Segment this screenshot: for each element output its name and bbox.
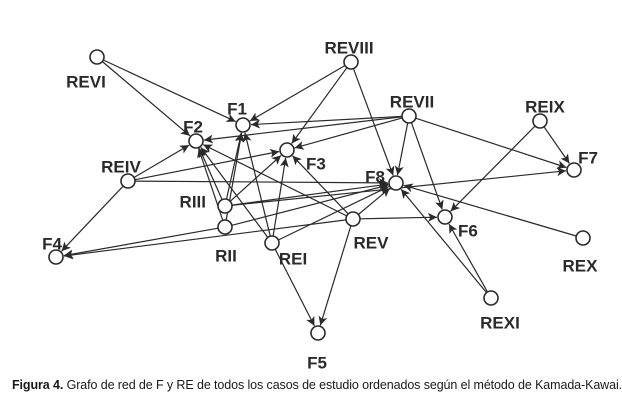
edge-rexi-to-f8 — [400, 188, 487, 293]
edge-rei-to-f1 — [242, 132, 271, 237]
node-f8: F8 — [365, 168, 404, 191]
node-label: F6 — [458, 222, 478, 241]
caption-text: Grafo de red de F y RE de todos los caso… — [66, 378, 622, 392]
node-circle — [217, 198, 233, 214]
edge-rev-to-f2 — [202, 144, 347, 217]
node-label: F8 — [365, 168, 385, 187]
edge-reviii-to-f1 — [249, 64, 346, 122]
node-circle — [89, 49, 105, 65]
node-label: REXI — [480, 314, 520, 333]
edge-rii-to-f4 — [63, 227, 219, 259]
node-circle — [235, 117, 251, 133]
node-f7: F7 — [566, 149, 598, 178]
node-revii: REVII — [390, 93, 434, 124]
node-f5: F5 — [307, 325, 327, 373]
edge-reiv-to-f2 — [133, 144, 190, 179]
node-label: F3 — [306, 155, 326, 174]
node-circle — [401, 108, 417, 124]
node-circle — [188, 133, 204, 149]
edge-revii-to-f7 — [415, 117, 567, 169]
node-rex: REX — [563, 230, 599, 276]
node-circle — [217, 219, 233, 235]
node-circle — [310, 325, 326, 341]
edge-riii-to-f8 — [231, 180, 389, 206]
node-label: REI — [279, 250, 307, 269]
edge-reix-to-f7 — [543, 126, 570, 164]
edge-rei-to-f5 — [274, 248, 315, 327]
edge-reix-to-f6 — [450, 125, 536, 212]
edges-layer — [61, 59, 577, 327]
node-label: RIII — [180, 193, 206, 212]
node-label: F7 — [578, 149, 598, 168]
node-f4: F4 — [42, 235, 64, 265]
edge-revi-to-f2 — [101, 61, 191, 137]
node-circle — [120, 173, 136, 189]
edge-revi-to-f1 — [103, 59, 236, 123]
node-rexi: REXI — [480, 290, 520, 333]
edge-rei-to-f2 — [200, 147, 269, 238]
node-label: F1 — [227, 100, 247, 119]
node-riii: RIII — [180, 193, 233, 214]
edge-rei-to-f3 — [272, 157, 289, 237]
caption-label: Figura 4. — [12, 378, 64, 392]
node-label: F5 — [307, 354, 327, 373]
node-f1: F1 — [227, 100, 251, 133]
edge-rev-to-f3 — [292, 155, 349, 215]
node-label: REVIII — [324, 39, 373, 58]
edge-rii-to-f8 — [231, 182, 389, 226]
node-circle — [575, 230, 591, 246]
node-circle — [566, 162, 582, 178]
node-label: RII — [215, 247, 237, 266]
figure-caption: Figura 4. Grafo de red de F y RE de todo… — [12, 378, 622, 392]
node-circle — [343, 54, 359, 70]
edge-revii-to-f8 — [394, 122, 409, 176]
node-circle — [532, 113, 548, 129]
node-f2: F2 — [183, 118, 204, 149]
edge-rev-to-f8 — [358, 187, 391, 215]
edge-rei-to-f8 — [278, 185, 390, 241]
node-label: REVI — [66, 73, 106, 92]
node-label: REIX — [525, 98, 565, 117]
node-rei: REI — [264, 235, 307, 269]
edge-reiv-to-f4 — [61, 185, 124, 252]
node-label: F2 — [183, 118, 203, 137]
edge-revii-to-f3 — [294, 117, 403, 150]
node-rev: REV — [345, 211, 390, 253]
edge-rexi-to-f6 — [448, 223, 489, 293]
node-label: REIV — [101, 158, 141, 177]
edge-rev-to-f5 — [318, 225, 352, 326]
edge-reiv-to-f8 — [134, 178, 389, 188]
node-reviii: REVIII — [324, 39, 374, 70]
node-revi: REVI — [66, 49, 106, 92]
node-label: REVII — [390, 93, 434, 112]
node-label: F4 — [42, 235, 62, 254]
node-circle — [48, 249, 64, 265]
node-circle — [483, 290, 499, 306]
node-circle — [345, 211, 361, 227]
edge-reviii-to-f8 — [352, 68, 395, 176]
edge-revii-to-f6 — [410, 122, 444, 210]
node-f3: F3 — [279, 142, 326, 174]
edge-rex-to-f8 — [403, 183, 577, 237]
node-reix: REIX — [525, 98, 565, 129]
node-reiv: REIV — [101, 158, 141, 189]
edge-reviii-to-f3 — [291, 67, 348, 144]
edge-riii-to-f1 — [225, 132, 244, 200]
node-label: REX — [563, 257, 599, 276]
node-f6: F6 — [437, 209, 478, 241]
node-circle — [279, 142, 295, 158]
node-circle — [437, 209, 453, 225]
edge-rev-to-f4 — [63, 219, 347, 260]
edge-revii-to-f1 — [250, 115, 403, 129]
node-rii: RII — [215, 219, 237, 266]
node-label: REV — [354, 234, 390, 253]
node-circle — [388, 175, 404, 191]
node-circle — [264, 235, 280, 251]
